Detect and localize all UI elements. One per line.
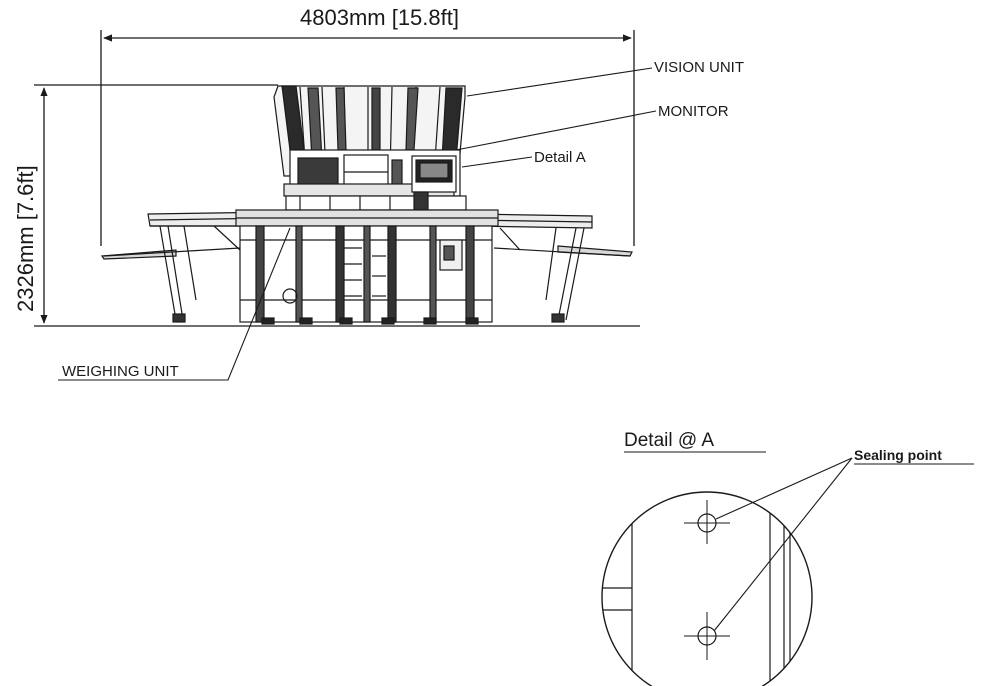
height-dimension-label: 2326mm [7.6ft] bbox=[13, 165, 38, 312]
detail-circle bbox=[601, 491, 813, 686]
detail-title: Detail @ A bbox=[624, 430, 714, 451]
sealing-point-leaders bbox=[713, 457, 853, 632]
main-cabinet bbox=[235, 209, 499, 325]
vision-unit-callout: VISION UNIT bbox=[654, 59, 744, 76]
monitor-box bbox=[411, 155, 457, 211]
sealing-point-label: Sealing point bbox=[854, 447, 942, 463]
machine-elevation bbox=[100, 85, 633, 325]
right-conveyor bbox=[469, 213, 633, 323]
weighing-unit-leader bbox=[58, 227, 291, 381]
monitor-callout: MONITOR bbox=[658, 103, 729, 120]
height-dimension bbox=[34, 84, 640, 327]
width-dimension-label: 4803mm [15.8ft] bbox=[300, 5, 459, 30]
callout-leaders bbox=[58, 67, 657, 381]
detail-a-callout: Detail A bbox=[534, 149, 586, 166]
weighing-unit-callout: WEIGHING UNIT bbox=[62, 363, 179, 380]
width-dimension bbox=[100, 30, 635, 246]
detail-view: Detail @ A Sealing point bbox=[601, 430, 974, 686]
monitor-leader bbox=[455, 110, 657, 151]
vision-unit-leader bbox=[466, 67, 653, 97]
detail-a-leader bbox=[461, 156, 533, 168]
